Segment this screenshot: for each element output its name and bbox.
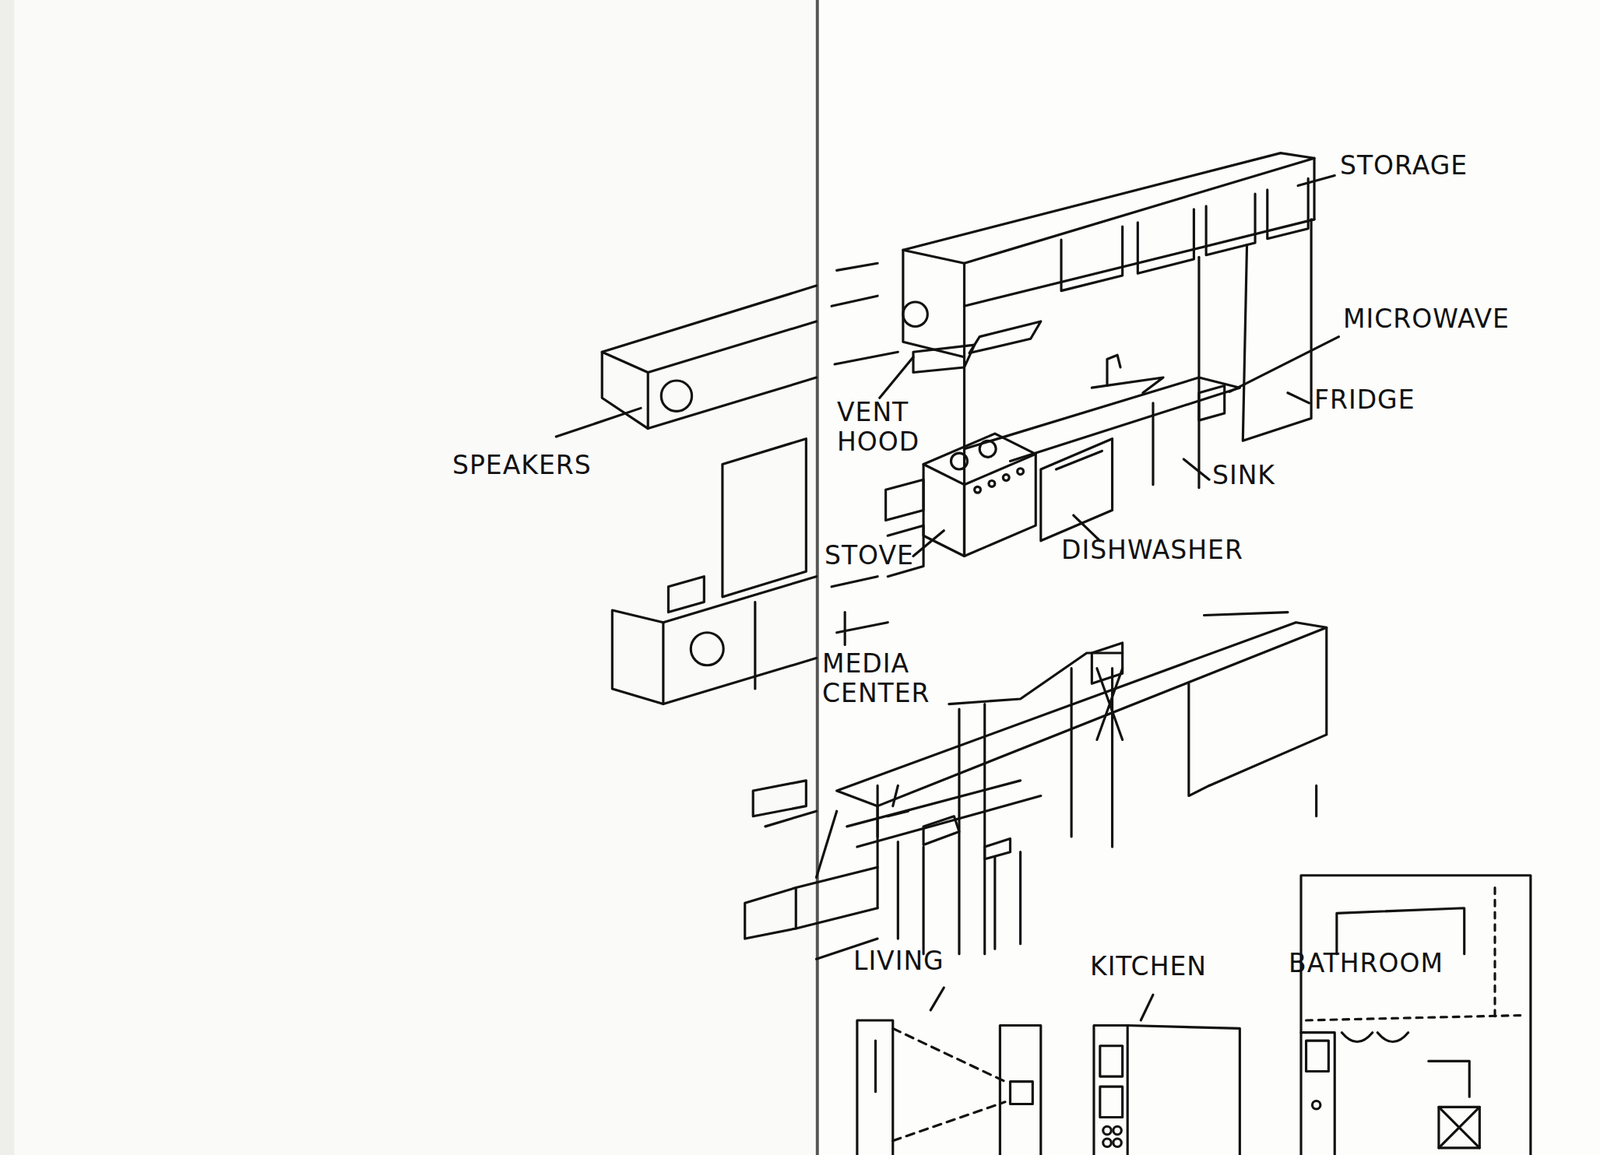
part-label: DISHWASHER xyxy=(1061,535,1244,566)
part-label: KITCHEN xyxy=(1090,952,1207,982)
part-label: STOVE xyxy=(824,541,915,571)
part-label: SPEAKERS xyxy=(452,450,592,481)
part-label: VENT HOOD xyxy=(836,397,919,458)
part-label: MEDIA CENTER xyxy=(822,649,937,709)
part-label: FRIDGE xyxy=(1314,385,1415,415)
part-label: MICROWAVE xyxy=(1343,304,1510,335)
part-label: BATHROOM xyxy=(1288,949,1444,979)
part-label: SINK xyxy=(1212,460,1276,491)
part-label: STORAGE xyxy=(1339,151,1468,181)
part-label: LIVING xyxy=(853,946,945,977)
